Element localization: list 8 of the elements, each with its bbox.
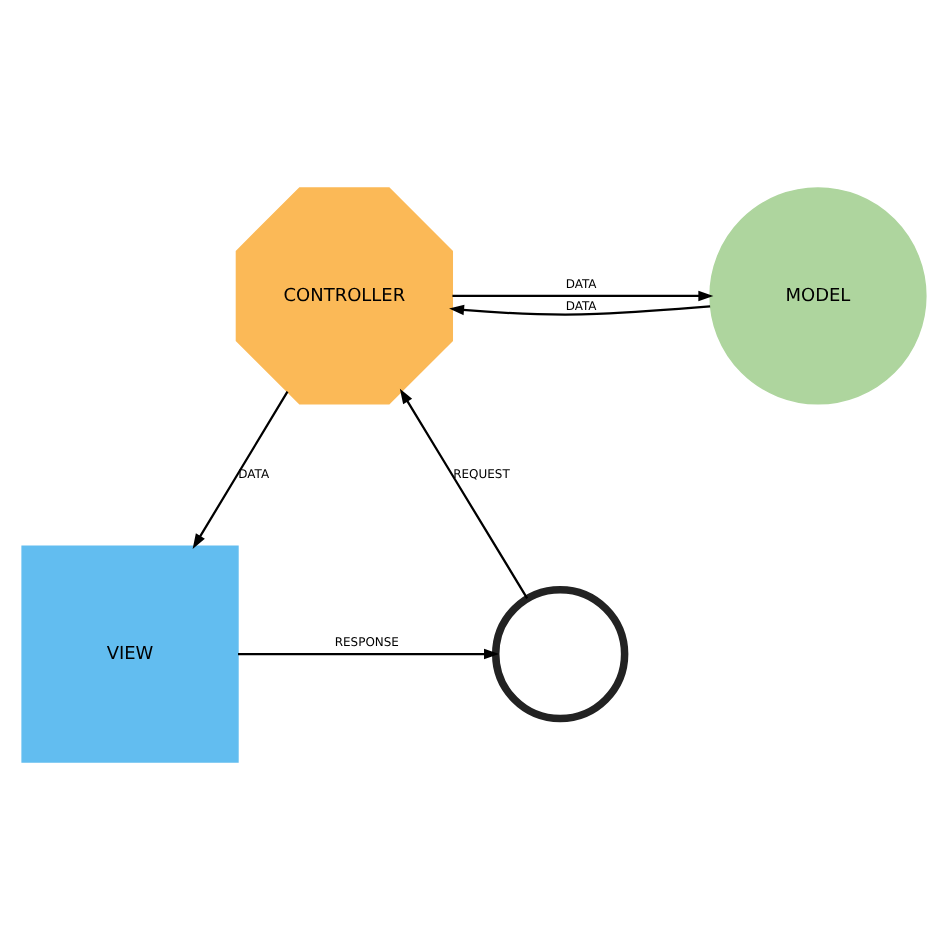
node-box: VIEW — [21, 544, 239, 762]
arrow — [399, 387, 529, 598]
arrow — [238, 647, 500, 659]
arrow — [452, 289, 714, 301]
node-circle: MODEL — [709, 186, 927, 404]
arrow — [449, 303, 711, 315]
node-person — [492, 584, 629, 722]
arrow — [192, 390, 289, 548]
